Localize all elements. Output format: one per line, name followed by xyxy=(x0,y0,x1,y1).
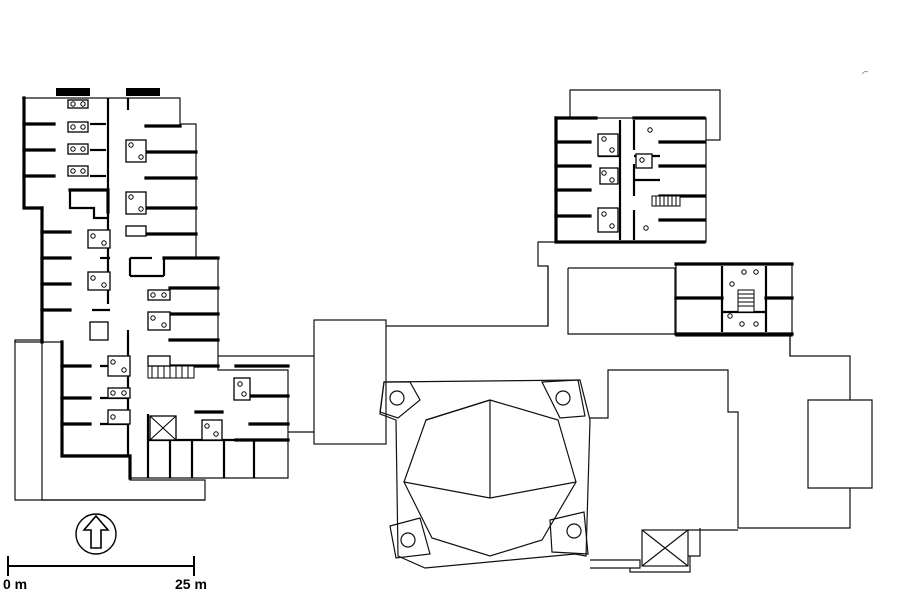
scale-end-label: 25 m xyxy=(175,576,207,592)
stair-icon xyxy=(737,289,755,313)
central-dome-building xyxy=(379,379,591,569)
stair-icon xyxy=(651,195,681,207)
stair-icon xyxy=(151,366,189,378)
northeast-wing xyxy=(554,116,707,244)
site-outline xyxy=(14,89,873,573)
bathroom-fixtures xyxy=(597,133,653,233)
elevator-icon xyxy=(149,415,177,441)
bathroom-fixtures xyxy=(67,99,251,441)
scale-bar xyxy=(7,556,195,576)
west-wing xyxy=(22,88,290,480)
scale-start-label: 0 m xyxy=(3,576,28,592)
east-wing xyxy=(674,262,794,337)
north-arrow-icon xyxy=(75,513,117,555)
